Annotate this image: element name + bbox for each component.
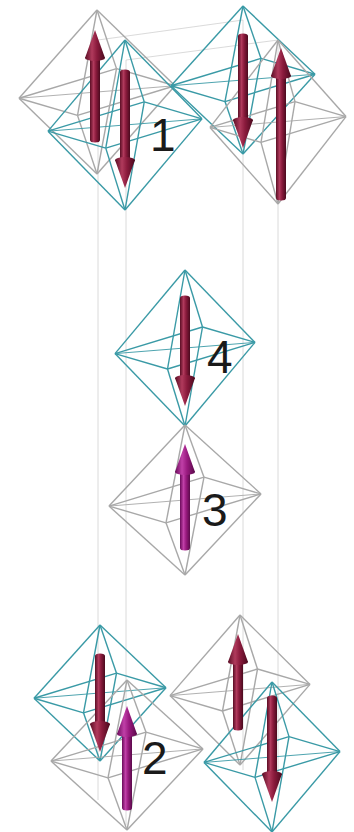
octahedron [19,10,175,174]
spin-arrow [117,706,137,811]
octahedra [19,6,346,832]
callout-number: 1 [150,112,176,158]
spin-arrow [262,696,282,803]
spin-arrow [271,48,291,201]
spin-arrow [175,296,195,407]
octahedron [210,40,346,204]
spin-arrow [175,444,195,551]
spin-arrows [85,30,291,811]
callout-number: 2 [142,735,168,781]
octahedron [171,6,315,154]
spin-arrow [90,654,110,753]
octahedron [115,270,255,426]
spin-arrow [85,30,105,143]
octahedron [109,425,261,575]
octahedron [51,680,203,830]
spin-arrow [228,634,248,731]
callout-number: 3 [202,487,228,533]
octahedron [48,40,202,210]
callout-number: 4 [207,334,233,380]
octahedron [170,615,310,765]
unit-cell [98,20,278,825]
octahedron [204,682,340,832]
spin-arrow [115,70,135,189]
spin-arrow [233,34,253,149]
